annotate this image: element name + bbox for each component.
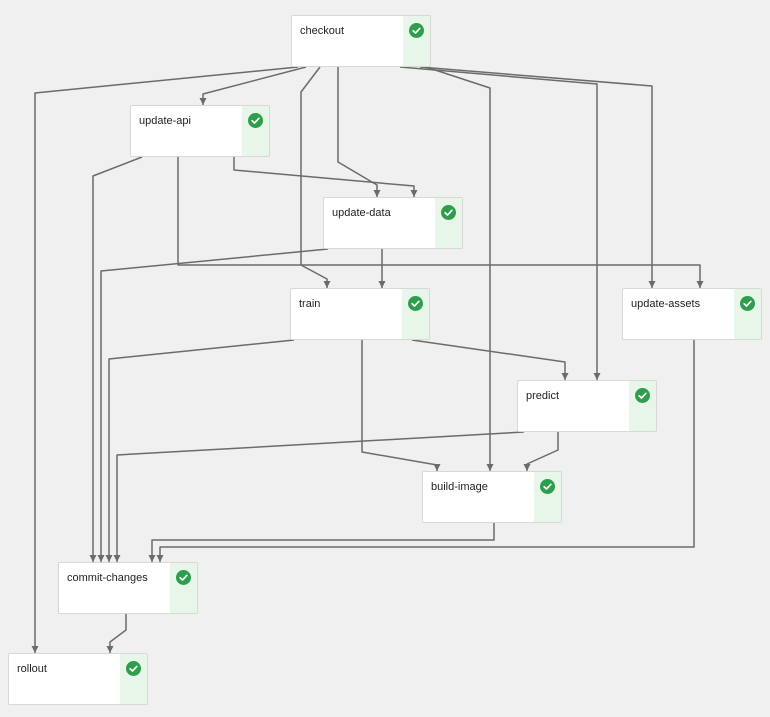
success-check-icon bbox=[126, 661, 141, 676]
status-strip bbox=[629, 381, 656, 431]
node-label: update-api bbox=[139, 115, 191, 127]
edge-update-api-update-assets bbox=[177, 157, 704, 288]
edge-update-assets-commit-changes bbox=[156, 340, 695, 562]
node-commit-changes[interactable]: commit-changes bbox=[58, 562, 198, 614]
edge-checkout-update-assets bbox=[419, 66, 656, 288]
edge-train-predict bbox=[411, 339, 569, 380]
edge-commit-changes-rollout bbox=[106, 614, 127, 653]
edge-build-image-commit-changes bbox=[148, 523, 495, 562]
status-strip bbox=[435, 198, 462, 248]
node-label: update-assets bbox=[631, 298, 701, 310]
node-predict[interactable]: predict bbox=[517, 380, 657, 432]
status-strip bbox=[170, 563, 197, 613]
edge-checkout-update-api bbox=[199, 66, 307, 105]
node-label: predict bbox=[526, 390, 560, 402]
edge-checkout-update-data bbox=[337, 67, 381, 197]
node-update-api[interactable]: update-api bbox=[130, 105, 270, 157]
edge-checkout-build-image bbox=[425, 66, 494, 471]
edge-train-build-image bbox=[361, 340, 441, 471]
status-strip bbox=[734, 289, 761, 339]
edge-checkout-predict bbox=[399, 66, 601, 380]
status-strip bbox=[242, 106, 269, 156]
success-check-icon bbox=[540, 479, 555, 494]
status-strip bbox=[120, 654, 147, 704]
node-label: rollout bbox=[17, 663, 47, 675]
edge-update-api-commit-changes bbox=[89, 156, 143, 562]
node-label: train bbox=[299, 298, 321, 310]
node-build-image[interactable]: build-image bbox=[422, 471, 562, 523]
success-check-icon bbox=[176, 570, 191, 585]
success-check-icon bbox=[441, 205, 456, 220]
success-check-icon bbox=[740, 296, 755, 311]
node-label: commit-changes bbox=[67, 572, 148, 584]
success-check-icon bbox=[409, 23, 424, 38]
success-check-icon bbox=[635, 388, 650, 403]
node-rollout[interactable]: rollout bbox=[8, 653, 148, 705]
node-checkout[interactable]: checkout bbox=[291, 15, 431, 67]
node-label: checkout bbox=[300, 25, 345, 37]
node-label: update-data bbox=[332, 207, 391, 219]
status-strip bbox=[534, 472, 561, 522]
edge-train-commit-changes bbox=[105, 339, 295, 562]
edge-update-api-update-data bbox=[233, 157, 418, 197]
success-check-icon bbox=[408, 296, 423, 311]
success-check-icon bbox=[248, 113, 263, 128]
edge-update-data-commit-changes bbox=[97, 248, 329, 562]
status-strip bbox=[403, 16, 430, 66]
node-update-assets[interactable]: update-assets bbox=[622, 288, 762, 340]
node-train[interactable]: train bbox=[290, 288, 430, 340]
node-update-data[interactable]: update-data bbox=[323, 197, 463, 249]
edge-predict-build-image bbox=[523, 432, 559, 471]
node-label: build-image bbox=[431, 481, 488, 493]
edge-predict-commit-changes bbox=[113, 431, 525, 562]
status-strip bbox=[402, 289, 429, 339]
edge-checkout-rollout bbox=[31, 66, 299, 653]
